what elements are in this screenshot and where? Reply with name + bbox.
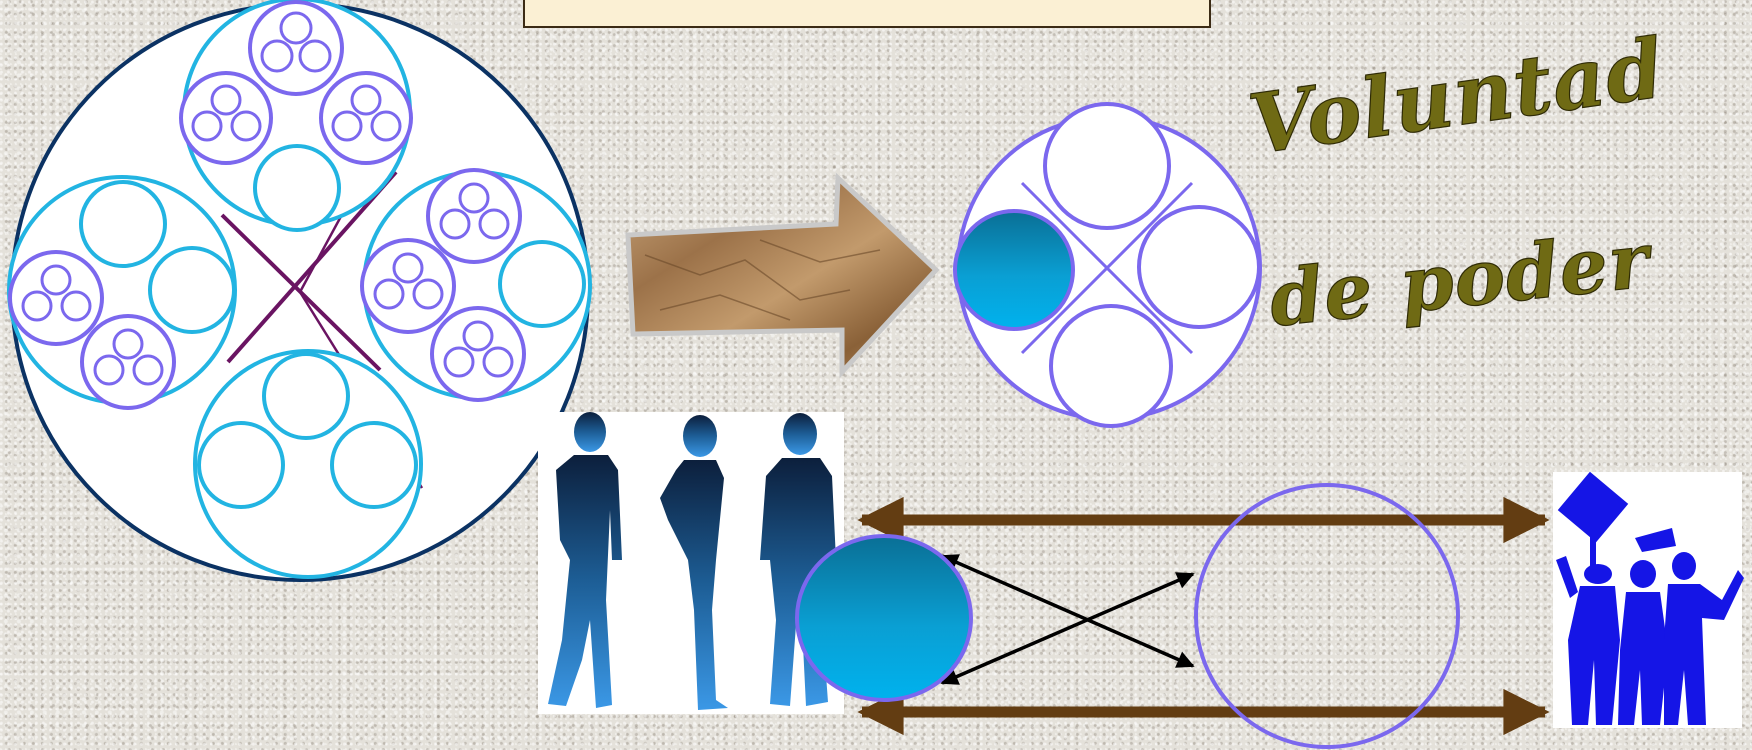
right-cyan-group <box>362 170 590 400</box>
blue-gradient-circle-large <box>797 536 971 700</box>
black-arrow-down-right <box>942 556 1193 666</box>
left-cyan-group <box>9 177 235 408</box>
black-arrow-up-right <box>942 574 1193 683</box>
bottom-cyan-group <box>195 351 421 577</box>
blue-gradient-circle-small <box>955 211 1073 329</box>
celebrating-crowd-icon <box>1553 472 1744 728</box>
people-silhouettes-icon <box>538 412 844 714</box>
medium-circle-diagram <box>955 104 1260 426</box>
fractal-circle-diagram <box>9 0 590 580</box>
paper-arrow-icon <box>628 178 936 372</box>
